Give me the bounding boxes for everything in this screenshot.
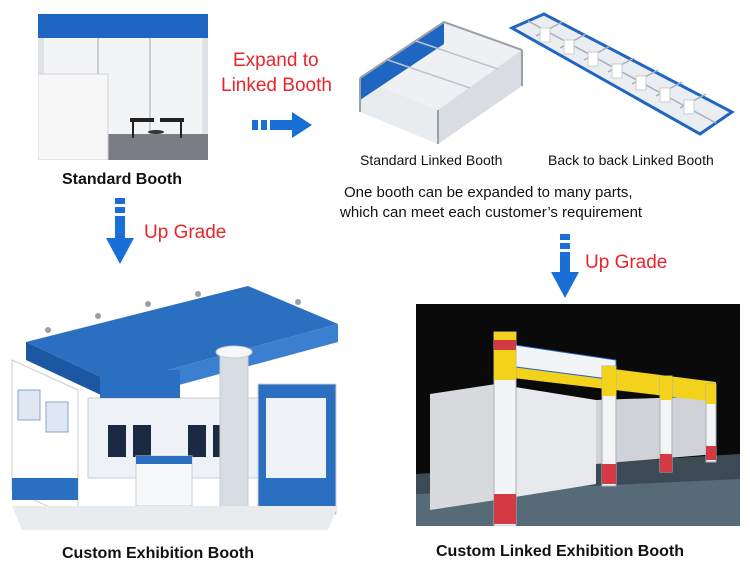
arrow-right-icon bbox=[252, 110, 318, 140]
custom-linked-exhibition-booth-image bbox=[416, 304, 740, 526]
standard-booth-image bbox=[38, 14, 208, 160]
upgrade-right-label: Up Grade bbox=[585, 252, 668, 273]
custom-exhibition-booth-image bbox=[8, 280, 348, 536]
expand-label-line1: Expand to bbox=[233, 50, 319, 71]
back-to-back-linked-booth-label: Back to back Linked Booth bbox=[548, 152, 714, 168]
back-to-back-linked-booth-image bbox=[506, 8, 738, 144]
standard-linked-booth-image bbox=[352, 10, 526, 145]
standard-linked-booth-label: Standard Linked Booth bbox=[360, 152, 503, 168]
standard-booth-label: Standard Booth bbox=[62, 171, 182, 188]
description-line1: One booth can be expanded to many parts, bbox=[344, 184, 633, 201]
custom-exhibition-booth-label: Custom Exhibition Booth bbox=[62, 545, 254, 562]
arrow-down-icon bbox=[550, 234, 580, 300]
expand-label-line2: Linked Booth bbox=[221, 75, 332, 96]
description-line2: which can meet each customer’s requireme… bbox=[340, 204, 643, 221]
custom-linked-exhibition-booth-label: Custom Linked Exhibition Booth bbox=[436, 543, 684, 560]
arrow-down-icon bbox=[105, 198, 135, 266]
upgrade-left-label: Up Grade bbox=[144, 222, 227, 243]
